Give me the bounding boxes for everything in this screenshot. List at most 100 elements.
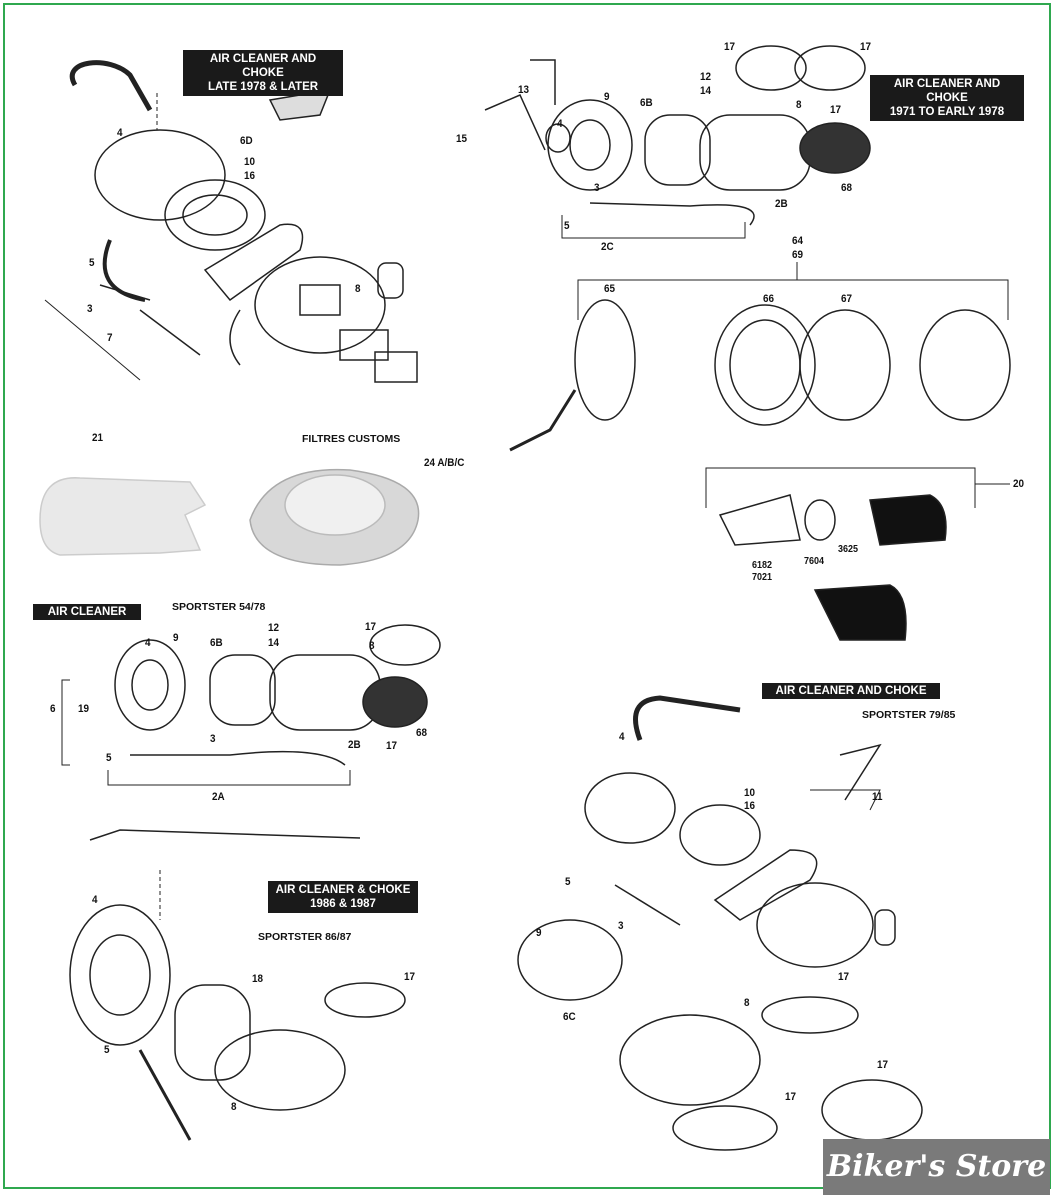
sportster5478-subtitle: SPORTSTER 54/78 bbox=[172, 601, 266, 613]
callout: 69 bbox=[792, 249, 804, 261]
callout: 13 bbox=[518, 84, 530, 96]
title-line: AIR CLEANER AND CHOKE bbox=[775, 685, 927, 697]
callout: 3 bbox=[594, 182, 600, 194]
customs-photos bbox=[39, 468, 420, 566]
callout: 4 bbox=[557, 118, 563, 130]
title-line: AIR CLEANER bbox=[47, 606, 127, 618]
callout: 2C bbox=[601, 241, 614, 253]
page-border bbox=[3, 3, 1051, 1189]
title-line: AIR CLEANER AND CHOKE bbox=[893, 78, 1001, 104]
y8687-title: AIR CLEANER & CHOKE 1986 & 1987 bbox=[268, 881, 418, 913]
callout: 5 bbox=[106, 752, 112, 764]
callout: 17 bbox=[838, 971, 850, 983]
callout: 2A bbox=[212, 791, 225, 803]
callout: 6182 bbox=[752, 560, 773, 571]
late1978-title: AIR CLEANER AND CHOKE LATE 1978 & LATER bbox=[183, 50, 343, 96]
callout: 18 bbox=[252, 973, 264, 985]
callout: 6D bbox=[240, 135, 253, 147]
filter-element bbox=[164, 179, 266, 251]
callout: 19 bbox=[78, 703, 90, 715]
callout: 16 bbox=[744, 800, 756, 812]
badge-1200 bbox=[339, 329, 389, 361]
callout: 14 bbox=[700, 85, 712, 97]
callout: 8 bbox=[796, 99, 802, 111]
title-line: LATE 1978 & LATER bbox=[207, 81, 319, 93]
callout: 16 bbox=[244, 170, 256, 182]
customs-title: FILTRES CUSTOMS bbox=[302, 433, 401, 445]
round-cover-2 bbox=[919, 309, 1011, 421]
callout: 5 bbox=[565, 876, 571, 888]
callout: 7 bbox=[107, 332, 113, 344]
callout: 65 bbox=[604, 283, 616, 295]
badge-1200 bbox=[735, 45, 807, 91]
title-line: 1971 TO EARLY 1978 bbox=[889, 106, 1005, 118]
round-filter bbox=[714, 304, 816, 426]
tail-air-cleaner-photo bbox=[39, 477, 207, 556]
sportster5478-title: AIR CLEANER bbox=[33, 604, 141, 620]
callout: 9 bbox=[604, 91, 610, 103]
callout: 6 bbox=[50, 703, 56, 715]
callout: 8 bbox=[369, 640, 375, 652]
callout: 4 bbox=[145, 637, 151, 649]
callout: 3625 bbox=[838, 544, 859, 555]
sportster7985-subtitle: SPORTSTER 79/85 bbox=[862, 709, 956, 721]
early1971-title: AIR CLEANER AND CHOKE 1971 TO EARLY 1978 bbox=[870, 75, 1024, 121]
filter bbox=[644, 114, 711, 186]
round-cover bbox=[799, 309, 891, 421]
title-line: 1986 & 1987 bbox=[310, 898, 376, 910]
callout: 17 bbox=[785, 1091, 797, 1103]
callout: 4 bbox=[92, 894, 98, 906]
cover-plate bbox=[203, 223, 304, 302]
callout: 7021 bbox=[752, 572, 773, 583]
callout: 17 bbox=[386, 740, 398, 752]
callout: 3 bbox=[210, 733, 216, 745]
callout: 10 bbox=[744, 787, 756, 799]
scoop-drawing bbox=[705, 467, 1010, 641]
callout: 24 A/B/C bbox=[424, 457, 465, 469]
callout: 3 bbox=[618, 920, 624, 932]
callout: 2B bbox=[775, 198, 788, 210]
callout: 8 bbox=[355, 283, 361, 295]
callout: 68 bbox=[416, 727, 428, 739]
callout: 17 bbox=[877, 1059, 889, 1071]
backplate bbox=[94, 129, 226, 221]
callout: 6B bbox=[210, 637, 223, 649]
late1978-drawing bbox=[44, 60, 418, 383]
air-cleaner-cover bbox=[254, 256, 386, 354]
custom-round-drawing bbox=[509, 262, 1011, 452]
callout: 66 bbox=[763, 293, 775, 305]
callout: 17 bbox=[830, 104, 842, 116]
y8687-subtitle: SPORTSTER 86/87 bbox=[258, 931, 352, 943]
callout: 5 bbox=[104, 1044, 110, 1056]
callout: 6B bbox=[640, 97, 653, 109]
cover bbox=[699, 114, 811, 191]
callout: 2B bbox=[348, 739, 361, 751]
callout: 4 bbox=[117, 127, 123, 139]
callout: 9 bbox=[536, 927, 542, 939]
callout: 14 bbox=[268, 637, 280, 649]
callout: 17 bbox=[404, 971, 416, 983]
sportster7985-title: AIR CLEANER AND CHOKE bbox=[762, 683, 940, 699]
callout: 17 bbox=[860, 41, 872, 53]
badge-1200 bbox=[794, 45, 866, 91]
callout: 67 bbox=[841, 293, 853, 305]
callout: 5 bbox=[564, 220, 570, 232]
callout: 9 bbox=[173, 632, 179, 644]
callout: 11 bbox=[872, 791, 883, 803]
callout: 8 bbox=[231, 1101, 237, 1113]
callout: 17 bbox=[365, 621, 377, 633]
callout: 8 bbox=[744, 997, 750, 1009]
title-line: AIR CLEANER AND CHOKE bbox=[209, 53, 317, 79]
callout: 20 bbox=[1013, 478, 1025, 490]
title-line: AIR CLEANER & CHOKE bbox=[275, 884, 411, 896]
callout: 64 bbox=[792, 235, 804, 247]
callout: 15 bbox=[456, 133, 468, 145]
callout: 3 bbox=[87, 303, 93, 315]
sportster7985-drawing bbox=[517, 695, 923, 1151]
callout: 6C bbox=[563, 1011, 576, 1023]
bikers-store-logo: Biker's Store bbox=[823, 1139, 1050, 1195]
callout: 7604 bbox=[804, 556, 825, 567]
callout: 5 bbox=[89, 257, 95, 269]
callout: 17 bbox=[724, 41, 736, 53]
